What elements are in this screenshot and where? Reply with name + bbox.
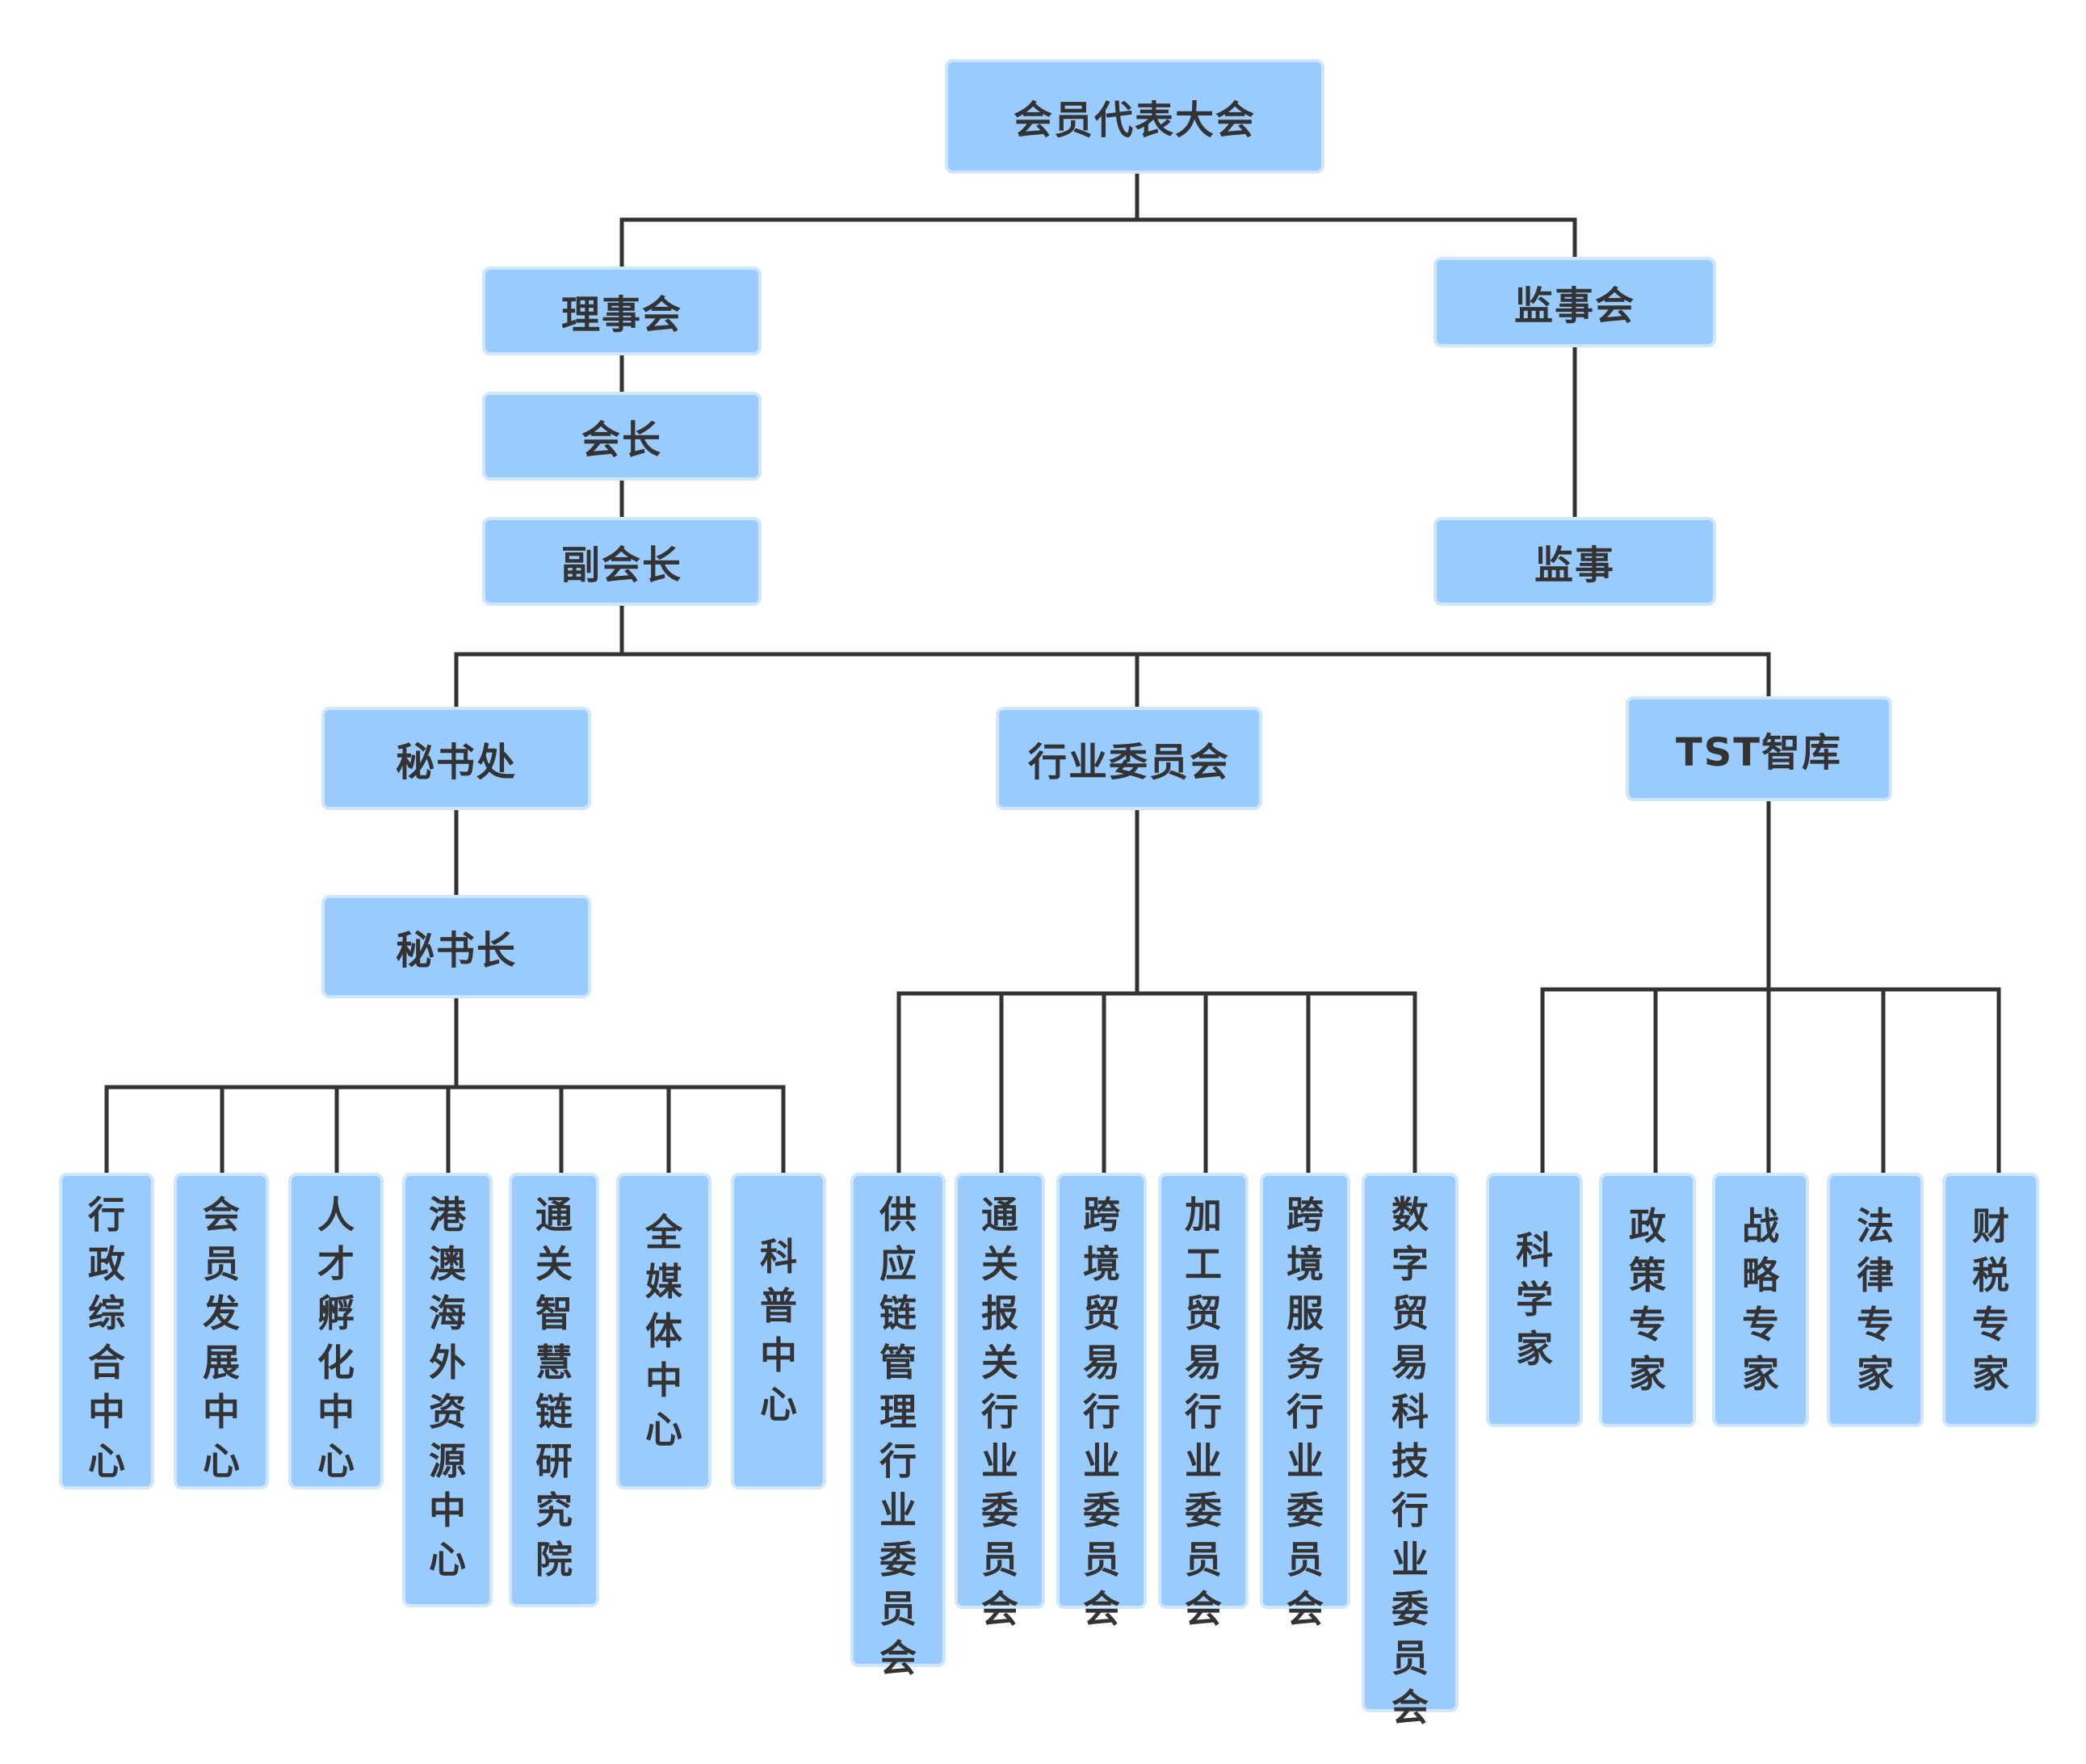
secretariat-unit-label: 人才孵化中心: [317, 1193, 355, 1483]
industry-unit: 供应链管理行业委员会: [850, 1173, 946, 1680]
node-president: 会长: [482, 392, 762, 481]
secretariat-unit-label: 科普中心: [759, 1235, 797, 1426]
think-tank-unit-label: 法律专家: [1856, 1203, 1894, 1396]
secretariat-unit: 科普中心: [731, 1173, 826, 1489]
node-supervisor: 监事: [1433, 517, 1716, 606]
think-tank-unit: 政策专家: [1599, 1173, 1696, 1427]
node-secretary-general-label: 秘书长: [395, 928, 517, 973]
think-tank-unit-label: 科学家: [1515, 1228, 1553, 1371]
secretariat-unit: 人才孵化中心: [288, 1173, 384, 1489]
connector-secretariat: [104, 808, 786, 1175]
industry-unit-label: 跨境服务行业委员会: [1286, 1193, 1324, 1631]
node-council: 理事会: [482, 267, 762, 355]
node-root-label: 会员代表大会: [1013, 98, 1256, 143]
node-supervisory-board: 监事会: [1433, 257, 1716, 347]
node-think-tank: TST智库: [1626, 696, 1892, 801]
node-root: 会员代表大会: [945, 59, 1324, 174]
node-vice-president-label: 副会长: [560, 543, 682, 588]
industry-unit: 通关报关行业委员会: [955, 1173, 1045, 1631]
node-secretariat-label: 秘书处: [395, 740, 517, 785]
node-president-label: 会长: [581, 418, 662, 463]
industry-unit: 加工贸易行业委员会: [1158, 1173, 1249, 1631]
secretariat-unit-label: 行政综合中心: [87, 1193, 125, 1483]
secretariat-unit-label: 全媒体中心: [644, 1210, 682, 1451]
think-tank-unit-label: 财税专家: [1971, 1203, 2009, 1396]
think-tank-unit-label: 战略专家: [1741, 1203, 1779, 1396]
secretariat-unit-label: 通关智慧链研究院: [535, 1193, 573, 1581]
think-tank-unit: 财税专家: [1942, 1173, 2039, 1427]
connector-departments: [454, 603, 1771, 709]
node-industry-committee: 行业委员会: [996, 707, 1262, 810]
industry-unit-label: 加工贸易行业委员会: [1184, 1193, 1222, 1631]
think-tank-unit-label: 政策专家: [1628, 1203, 1666, 1396]
industry-unit-label: 通关报关行业委员会: [980, 1193, 1018, 1631]
node-council-label: 理事会: [560, 292, 682, 338]
node-vice-president: 副会长: [482, 517, 762, 606]
think-tank-unit: 法律专家: [1827, 1173, 1924, 1427]
secretariat-unit: 通关智慧链研究院: [509, 1173, 599, 1607]
industry-unit-label: 供应链管理行业委员会: [879, 1193, 917, 1680]
node-supervisor-label: 监事: [1534, 543, 1615, 588]
industry-unit-label: 跨境贸易行业委员会: [1082, 1193, 1120, 1631]
secretariat-unit-label: 港澳海外资源中心: [428, 1193, 466, 1581]
think-tank-unit: 科学家: [1486, 1173, 1583, 1427]
industry-unit: 跨境服务行业委员会: [1260, 1173, 1350, 1631]
secretariat-unit: 全媒体中心: [616, 1173, 711, 1489]
industry-unit: 数字贸易科技行业委员会: [1362, 1173, 1459, 1729]
secretariat-unit-label: 会员发展中心: [202, 1193, 240, 1483]
node-industry-committee-label: 行业委员会: [1027, 740, 1230, 785]
secretariat-unit: 会员发展中心: [174, 1173, 269, 1489]
connector-root: [619, 171, 1577, 269]
node-think-tank-label: TST智库: [1675, 730, 1843, 775]
secretariat-unit: 港澳海外资源中心: [402, 1173, 493, 1607]
industry-unit-label: 数字贸易科技行业委员会: [1391, 1193, 1429, 1729]
node-secretariat: 秘书处: [321, 707, 591, 810]
think-tank-unit: 战略专家: [1712, 1173, 1809, 1427]
secretariat-unit: 行政综合中心: [59, 1173, 154, 1489]
node-secretary-general: 秘书长: [321, 895, 591, 998]
industry-unit: 跨境贸易行业委员会: [1056, 1173, 1147, 1631]
node-supervisory-board-label: 监事会: [1513, 284, 1635, 329]
connector-think-tank: [1540, 799, 2001, 1175]
connector-industry: [896, 808, 1417, 1175]
